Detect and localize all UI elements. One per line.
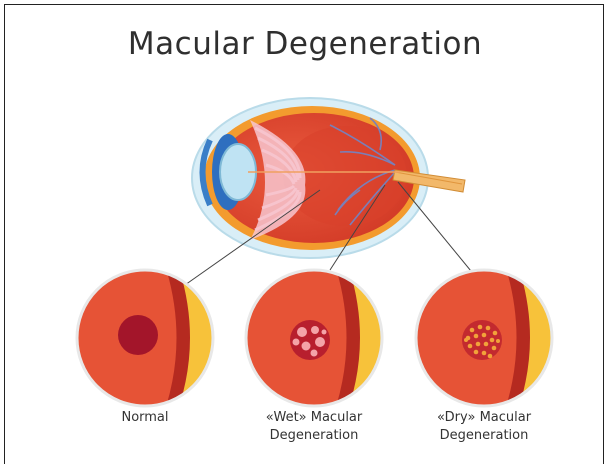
- caption-wet: «Wet» Macular Degeneration: [234, 409, 394, 445]
- panel-dry: [410, 265, 570, 415]
- caption-wet-line1: «Wet» Macular: [234, 409, 394, 427]
- wet-lesion: [290, 320, 330, 360]
- caption-wet-line2: Degeneration: [234, 427, 394, 445]
- caption-normal: Normal: [65, 409, 225, 427]
- dry-lesion: [462, 320, 502, 360]
- caption-normal-line1: Normal: [65, 409, 225, 427]
- caption-dry-line1: «Dry» Macular: [404, 409, 564, 427]
- caption-dry: «Dry» Macular Degeneration: [404, 409, 564, 445]
- caption-dry-line2: Degeneration: [404, 427, 564, 445]
- eyeball-cross-section: [192, 98, 465, 258]
- panel-wet: [240, 265, 400, 415]
- panel-normal: [70, 265, 230, 415]
- macula-normal: [118, 315, 158, 355]
